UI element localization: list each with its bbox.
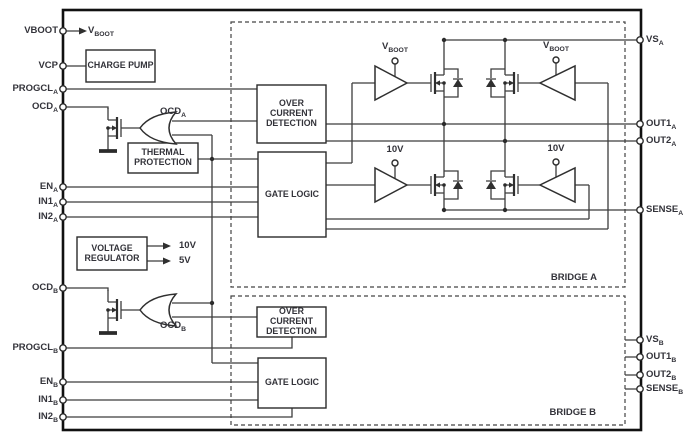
net-label-vboot: VBOOT bbox=[88, 25, 114, 38]
nmos-transistor-icon bbox=[422, 61, 465, 105]
supply-terminal bbox=[391, 57, 399, 65]
thermal-protection-block bbox=[127, 142, 199, 174]
pin-label-ocd-b: OCDB bbox=[31, 282, 58, 295]
net-label-10v: 10V bbox=[386, 144, 404, 155]
gate-logic-a-label: GATE LOGIC bbox=[264, 188, 320, 199]
pin-label-ocd-a: OCDA bbox=[31, 101, 58, 114]
nmos-transistor-icon bbox=[105, 288, 130, 332]
nmos-transistor-icon bbox=[484, 61, 527, 105]
gate-logic-b-label: GATE LOGIC bbox=[264, 377, 320, 388]
nmos-transistor-icon bbox=[484, 163, 527, 207]
buffer-icon bbox=[538, 64, 576, 102]
bridge-a-box bbox=[230, 21, 626, 288]
arrow-icon bbox=[163, 242, 171, 250]
pin-label-progcl-a: PROGCLA bbox=[12, 83, 58, 96]
pin-label-out2-b: OUT2B bbox=[646, 369, 677, 382]
pin-label-in2-b: IN2B bbox=[38, 411, 58, 424]
gate-logic-b-block bbox=[257, 357, 327, 409]
nmos-transistor-icon bbox=[105, 106, 130, 150]
net-label-vboot: VBOOT bbox=[543, 40, 569, 53]
overcurrent-b-label: OVER CURRENT DETECTION bbox=[266, 306, 317, 336]
pin-label-vs-a: VSA bbox=[646, 34, 664, 47]
bridge-b-caption: BRIDGE B bbox=[549, 407, 596, 418]
pin-label-progcl-b: PROGCLB bbox=[12, 342, 58, 355]
buffer-icon bbox=[374, 64, 409, 102]
input-pin-wires bbox=[63, 30, 293, 418]
pin-label-en-b: ENB bbox=[39, 376, 58, 389]
left-pin-circles bbox=[59, 27, 67, 421]
pin-label-in2-a: IN2A bbox=[38, 211, 58, 224]
supply-terminal bbox=[391, 159, 399, 167]
pin-label-vcp: VCP bbox=[38, 60, 58, 71]
right-pin-circles bbox=[636, 36, 644, 393]
voltage-regulator-block bbox=[76, 236, 148, 271]
junction-dots bbox=[209, 37, 508, 306]
buffer-icon bbox=[374, 166, 409, 204]
pin-label-vboot: VBOOT bbox=[24, 25, 58, 36]
pin-label-in1-a: IN1A bbox=[38, 196, 58, 209]
voltage-regulator-label: VOLTAGE REGULATOR bbox=[84, 242, 140, 263]
charge-pump-block bbox=[85, 49, 156, 83]
net-label-vboot: VBOOT bbox=[382, 41, 408, 54]
overcurrent-a-label: OVER CURRENT DETECTION bbox=[266, 98, 317, 128]
pin-label-out1-a: OUT1A bbox=[646, 118, 677, 131]
bridge-rail-wires bbox=[326, 39, 637, 390]
net-label-10v: 10V bbox=[179, 240, 196, 251]
pin-label-vs-b: VSB bbox=[646, 334, 664, 347]
gate-drive-wires bbox=[326, 82, 609, 230]
bridge-b-box bbox=[230, 295, 626, 426]
nmos-transistor-icon bbox=[422, 163, 465, 207]
overcurrent-detection-b-block bbox=[256, 306, 327, 338]
arrow-icon bbox=[163, 257, 171, 265]
arrow-icon bbox=[79, 27, 87, 35]
bridge-a-caption: BRIDGE A bbox=[550, 272, 597, 283]
pin-label-out1-b: OUT1B bbox=[646, 351, 677, 364]
thermal-protection-label: THERMAL PROTECTION bbox=[134, 147, 192, 167]
supply-terminal bbox=[552, 56, 560, 64]
pin-label-sense-b: SENSEB bbox=[646, 383, 684, 396]
gate-logic-a-block bbox=[257, 151, 327, 238]
buffer-icon bbox=[538, 166, 576, 204]
pin-label-en-a: ENA bbox=[39, 181, 58, 194]
net-label-ocd-a: OCDA bbox=[160, 106, 187, 119]
supply-terminal bbox=[552, 158, 560, 166]
charge-pump-label: CHARGE PUMP bbox=[87, 60, 154, 71]
pin-label-in1-b: IN1B bbox=[38, 394, 58, 407]
net-label-10v: 10V bbox=[547, 143, 565, 154]
net-label-ocd-b: OCDB bbox=[160, 320, 187, 333]
overcurrent-detection-a-block bbox=[256, 84, 327, 144]
net-label-5v: 5V bbox=[179, 255, 191, 266]
pin-label-sense-a: SENSEA bbox=[646, 204, 684, 217]
pin-label-out2-a: OUT2A bbox=[646, 135, 677, 148]
